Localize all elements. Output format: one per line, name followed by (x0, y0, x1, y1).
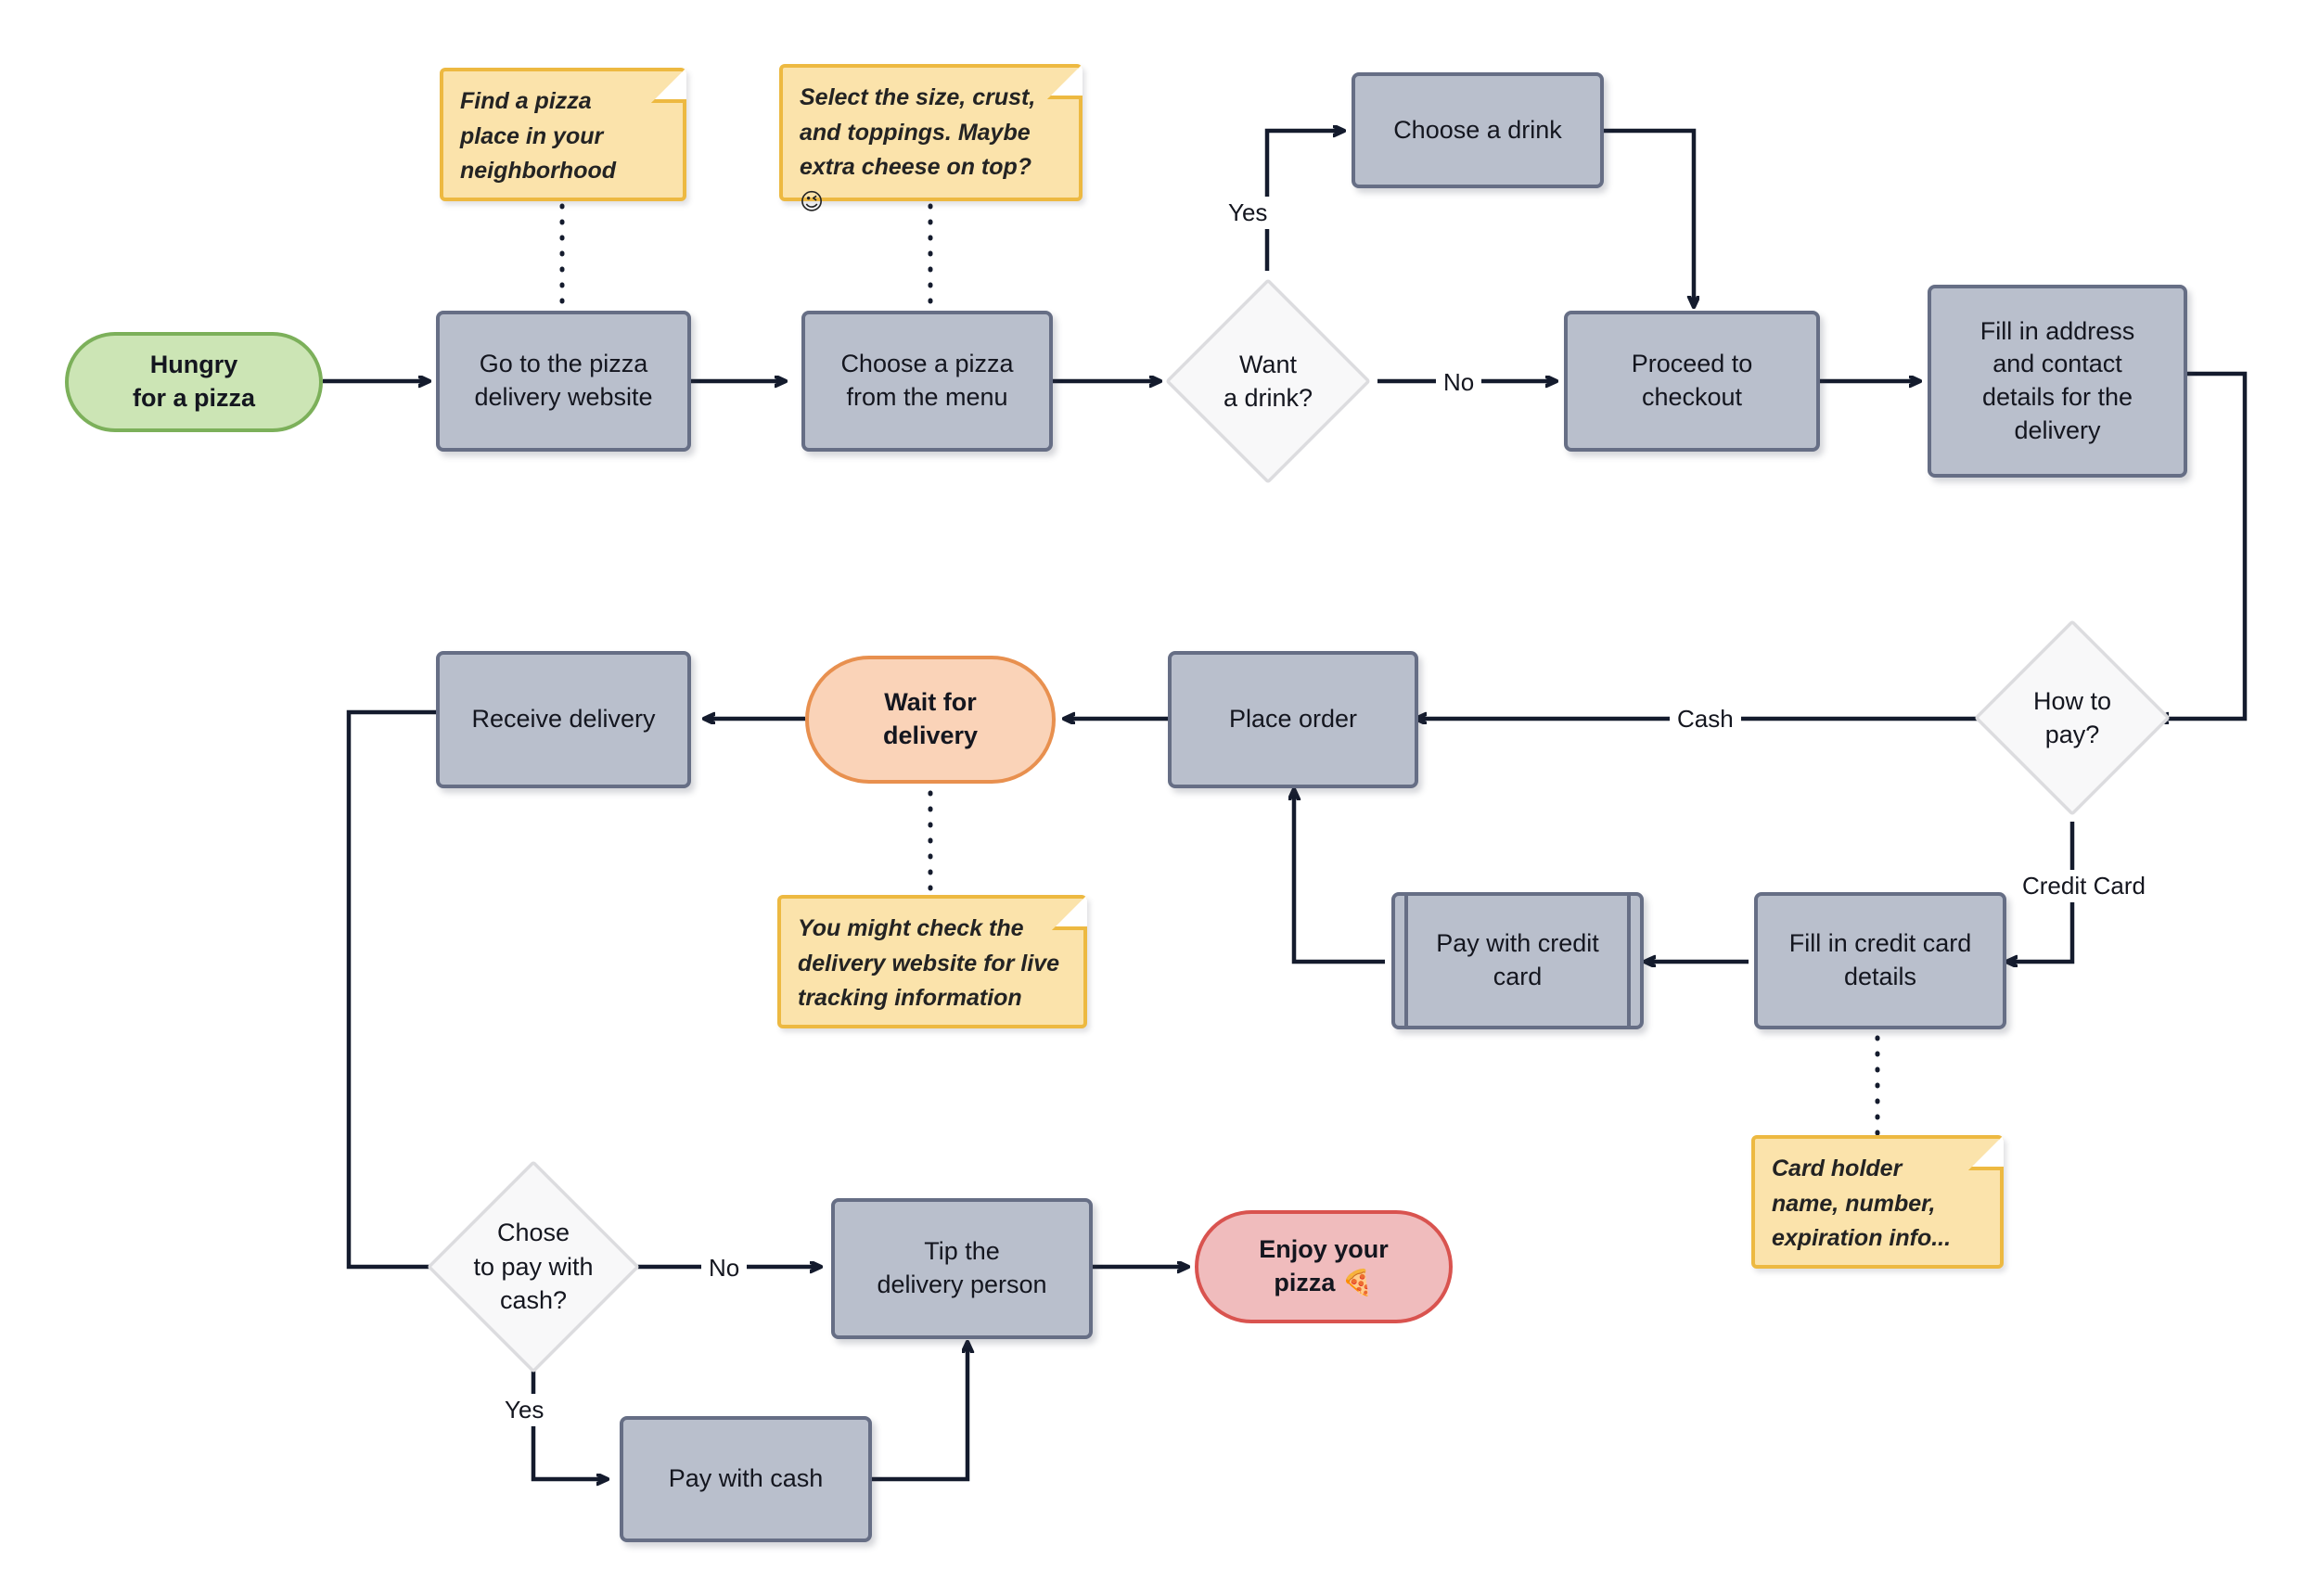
edge-paycash-to-tip (872, 1343, 967, 1482)
note-card-holder-info-line1: Card holder (1772, 1156, 1903, 1181)
node-choose-pizza-label: Choose a pizza from the menu (840, 350, 1014, 411)
node-how-to-pay-label: How to pay? (2032, 686, 2112, 748)
node-tip-delivery-person[interactable]: Tip the delivery person (831, 1198, 1093, 1339)
node-pay-with-credit-card-label: Pay with credit card (1436, 929, 1599, 990)
node-proceed-checkout-label: Proceed to checkout (1631, 350, 1753, 411)
node-chose-cash-decision[interactable]: Chose to pay with cash? (427, 1160, 640, 1373)
node-fill-address[interactable]: Fill in address and contact details for … (1928, 285, 2187, 478)
note-select-size-crust: Select the size, crust, and toppings. Ma… (779, 64, 1083, 215)
edge-wantdrink-yes-to-choosedrink (1264, 131, 1343, 271)
node-fill-credit-card[interactable]: Fill in credit card details (1754, 892, 2006, 1029)
edge-label-yes-cash: Yes (497, 1394, 552, 1426)
node-go-to-website-label: Go to the pizza delivery website (474, 350, 653, 411)
note-live-tracking-line1: You might check the (798, 915, 1024, 941)
node-place-order[interactable]: Place order (1168, 651, 1418, 788)
edge-label-no-drink: No (1436, 366, 1482, 399)
note-card-holder-info-line3: expiration info... (1772, 1225, 1952, 1251)
node-start[interactable]: Hungry for a pizza (65, 332, 323, 432)
node-pay-with-credit-card[interactable]: Pay with credit card (1391, 892, 1644, 1029)
node-pay-with-cash-label: Pay with cash (668, 1464, 824, 1493)
node-proceed-checkout[interactable]: Proceed to checkout (1564, 311, 1820, 452)
node-choose-drink-label: Choose a drink (1393, 115, 1562, 144)
note-card-holder-info-line2: name, number, (1772, 1190, 1936, 1217)
node-place-order-label: Place order (1228, 705, 1358, 734)
note-find-pizza-place-line1: Find a pizza (460, 88, 592, 114)
node-start-label: Hungry for a pizza (132, 351, 256, 412)
note-live-tracking-line3: tracking information (798, 985, 1022, 1011)
node-enjoy-pizza-label: Enjoy your pizza 🍕 (1259, 1235, 1389, 1296)
edge-label-cash: Cash (1670, 703, 1741, 735)
note-find-pizza-place-line3: neighborhood (460, 158, 617, 184)
node-want-drink-label: Want a drink? (1223, 350, 1313, 412)
note-live-tracking-line2: delivery website for live (798, 950, 1060, 977)
note-find-pizza-place-line2: place in your (460, 122, 604, 149)
node-receive-delivery[interactable]: Receive delivery (436, 651, 691, 788)
note-card-holder-info: Card holder name, number, expiration inf… (1751, 1135, 2004, 1269)
node-how-to-pay-decision[interactable]: How to pay? (1974, 619, 2171, 816)
node-enjoy-pizza[interactable]: Enjoy your pizza 🍕 (1195, 1210, 1453, 1323)
note-select-size-crust-line2: and toppings. Maybe (800, 119, 1031, 146)
edge-label-no-cash: No (701, 1252, 748, 1284)
node-want-drink-decision[interactable]: Want a drink? (1165, 278, 1371, 484)
node-wait-for-delivery-label: Wait for delivery (882, 688, 979, 749)
node-wait-for-delivery[interactable]: Wait for delivery (805, 656, 1056, 784)
node-fill-address-label: Fill in address and contact details for … (1979, 316, 2135, 444)
node-choose-drink[interactable]: Choose a drink (1352, 72, 1604, 188)
note-select-size-crust-line1: Select the size, crust, (800, 84, 1036, 110)
edge-label-credit-card: Credit Card (2015, 870, 2153, 902)
edge-paycard-to-placeorder (1294, 790, 1385, 964)
note-live-tracking: You might check the delivery website for… (777, 895, 1087, 1028)
node-choose-pizza[interactable]: Choose a pizza from the menu (801, 311, 1053, 452)
node-go-to-website[interactable]: Go to the pizza delivery website (436, 311, 691, 452)
note-find-pizza-place: Find a pizza place in your neighborhood (440, 68, 686, 201)
node-receive-delivery-label: Receive delivery (471, 705, 656, 734)
node-chose-cash-label: Chose to pay with cash? (473, 1219, 594, 1315)
node-tip-delivery-person-label: Tip the delivery person (877, 1237, 1047, 1298)
edge-label-yes-drink: Yes (1221, 197, 1275, 229)
edge-choosedrink-to-checkout (1604, 128, 1694, 306)
note-select-size-crust-line3: extra cheese on top? 😉 (800, 154, 1032, 215)
node-fill-credit-card-label: Fill in credit card details (1788, 929, 1972, 990)
node-pay-with-cash[interactable]: Pay with cash (620, 1416, 872, 1542)
